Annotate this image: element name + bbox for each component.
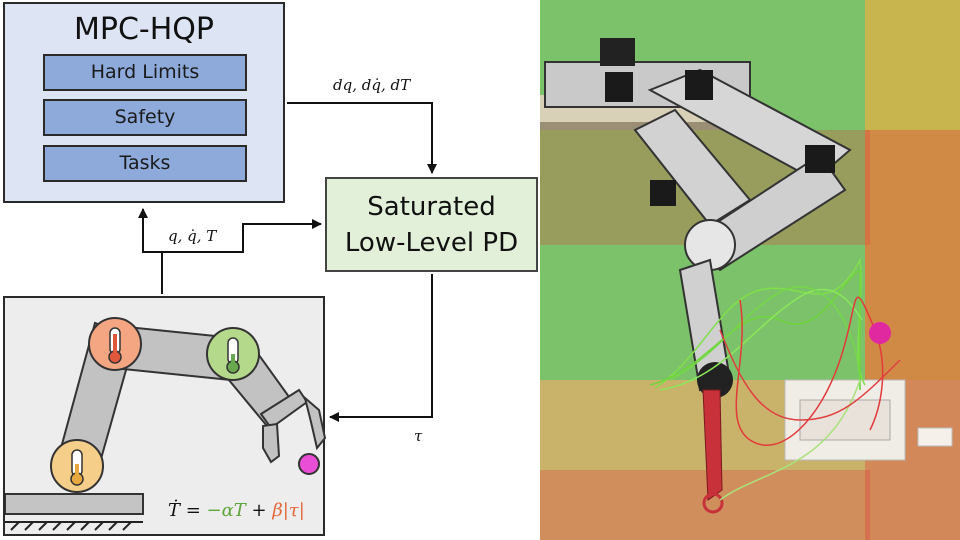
saturated-pd-block: Saturated Low-Level PD [325,177,538,272]
arrow-mpc-to-pd [287,102,437,174]
end-effector-marker [869,322,891,344]
end-effector [298,453,320,475]
trajectories [649,257,901,501]
arrow-robot-to-pd [162,219,322,253]
equation-heating-term: β|τ| [272,500,305,521]
thermometer-icon [50,439,104,493]
robot-photo-scene [420,0,960,540]
robot-photo [420,0,960,540]
robot-arm [544,38,852,514]
pd-line-2: Low-Level PD [344,227,519,258]
mpc-title: MPC-HQP [73,12,214,47]
arrow-pd-to-robot [329,274,433,422]
thermometer-icon [88,317,142,371]
equation-lhs: Ṫ = [168,500,207,521]
gripper-icon [259,388,327,464]
yellow-wall [865,0,960,380]
desired-signal-label: dq, dq̇, dT [333,76,411,94]
mpc-hqp-block: MPC-HQP Hard Limits Safety Tasks [3,2,285,203]
thermal-model-equation: Ṫ = −αT + β|τ| [168,500,305,521]
state-signal-label: q, q̇, T [168,227,217,245]
hard-limits-layer: Hard Limits [43,54,247,91]
torque-signal-label: τ [414,427,423,445]
pd-line-1: Saturated [367,191,496,222]
thermometer-icon [206,327,260,381]
equation-plus: + [245,500,273,521]
robot-schematic-drawing [5,317,327,531]
arrow-robot-to-mpc [138,208,163,294]
robot-schematic [3,296,327,536]
safety-layer: Safety [43,99,247,136]
equation-cooling-term: −αT [206,500,246,521]
diagram-arrows [138,102,437,422]
tasks-layer: Tasks [43,145,247,182]
